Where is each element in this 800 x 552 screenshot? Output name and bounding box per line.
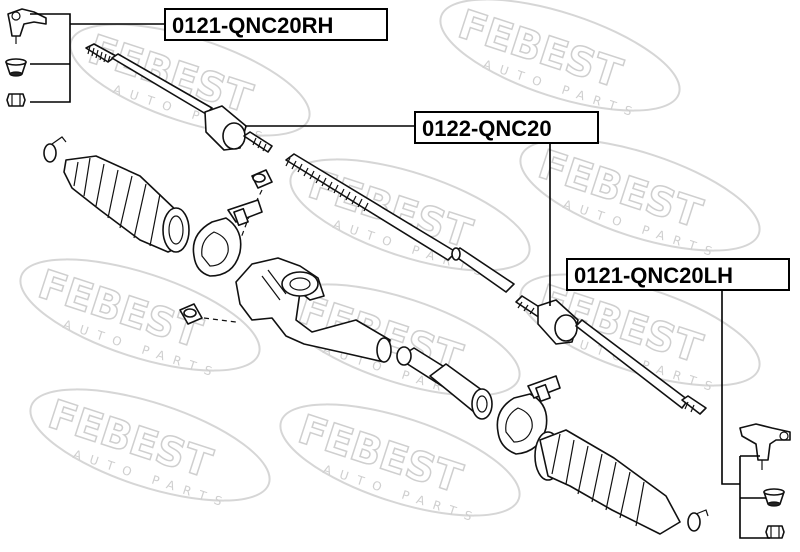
label-tie-rod-end-lh: 0121-QNC20LH xyxy=(566,258,790,291)
watermark-8: FEBEST AUTO PARTS xyxy=(29,388,271,511)
mount-bushing-bottom xyxy=(179,303,237,325)
boot-left xyxy=(43,136,190,253)
mount-bushing-top xyxy=(231,169,273,263)
rack-tube xyxy=(396,346,493,420)
tie-rod-end-lh-parts xyxy=(739,423,791,539)
label-tie-rod: 0122-QNC20 xyxy=(414,111,599,144)
watermark-4: FEBEST AUTO PARTS xyxy=(289,158,531,281)
tie-rod-end-rh-parts xyxy=(5,8,47,107)
svg-text:0121-QNC20RH: 0121-QNC20RH xyxy=(172,13,333,38)
inner-tie-rod-top xyxy=(85,43,273,153)
band-clamp-left xyxy=(192,199,263,277)
svg-text:0121-QNC20LH: 0121-QNC20LH xyxy=(574,263,733,288)
inner-tie-rod-bottom xyxy=(515,295,707,415)
leader-rh xyxy=(30,13,165,103)
svg-text:0122-QNC20: 0122-QNC20 xyxy=(422,116,552,141)
rack-bar xyxy=(285,153,515,293)
label-tie-rod-end-rh: 0121-QNC20RH xyxy=(164,8,388,41)
band-clamp-right xyxy=(496,375,561,455)
steering-gear-housing xyxy=(235,257,392,363)
boot-right xyxy=(534,429,709,535)
leader-lh xyxy=(721,290,770,539)
